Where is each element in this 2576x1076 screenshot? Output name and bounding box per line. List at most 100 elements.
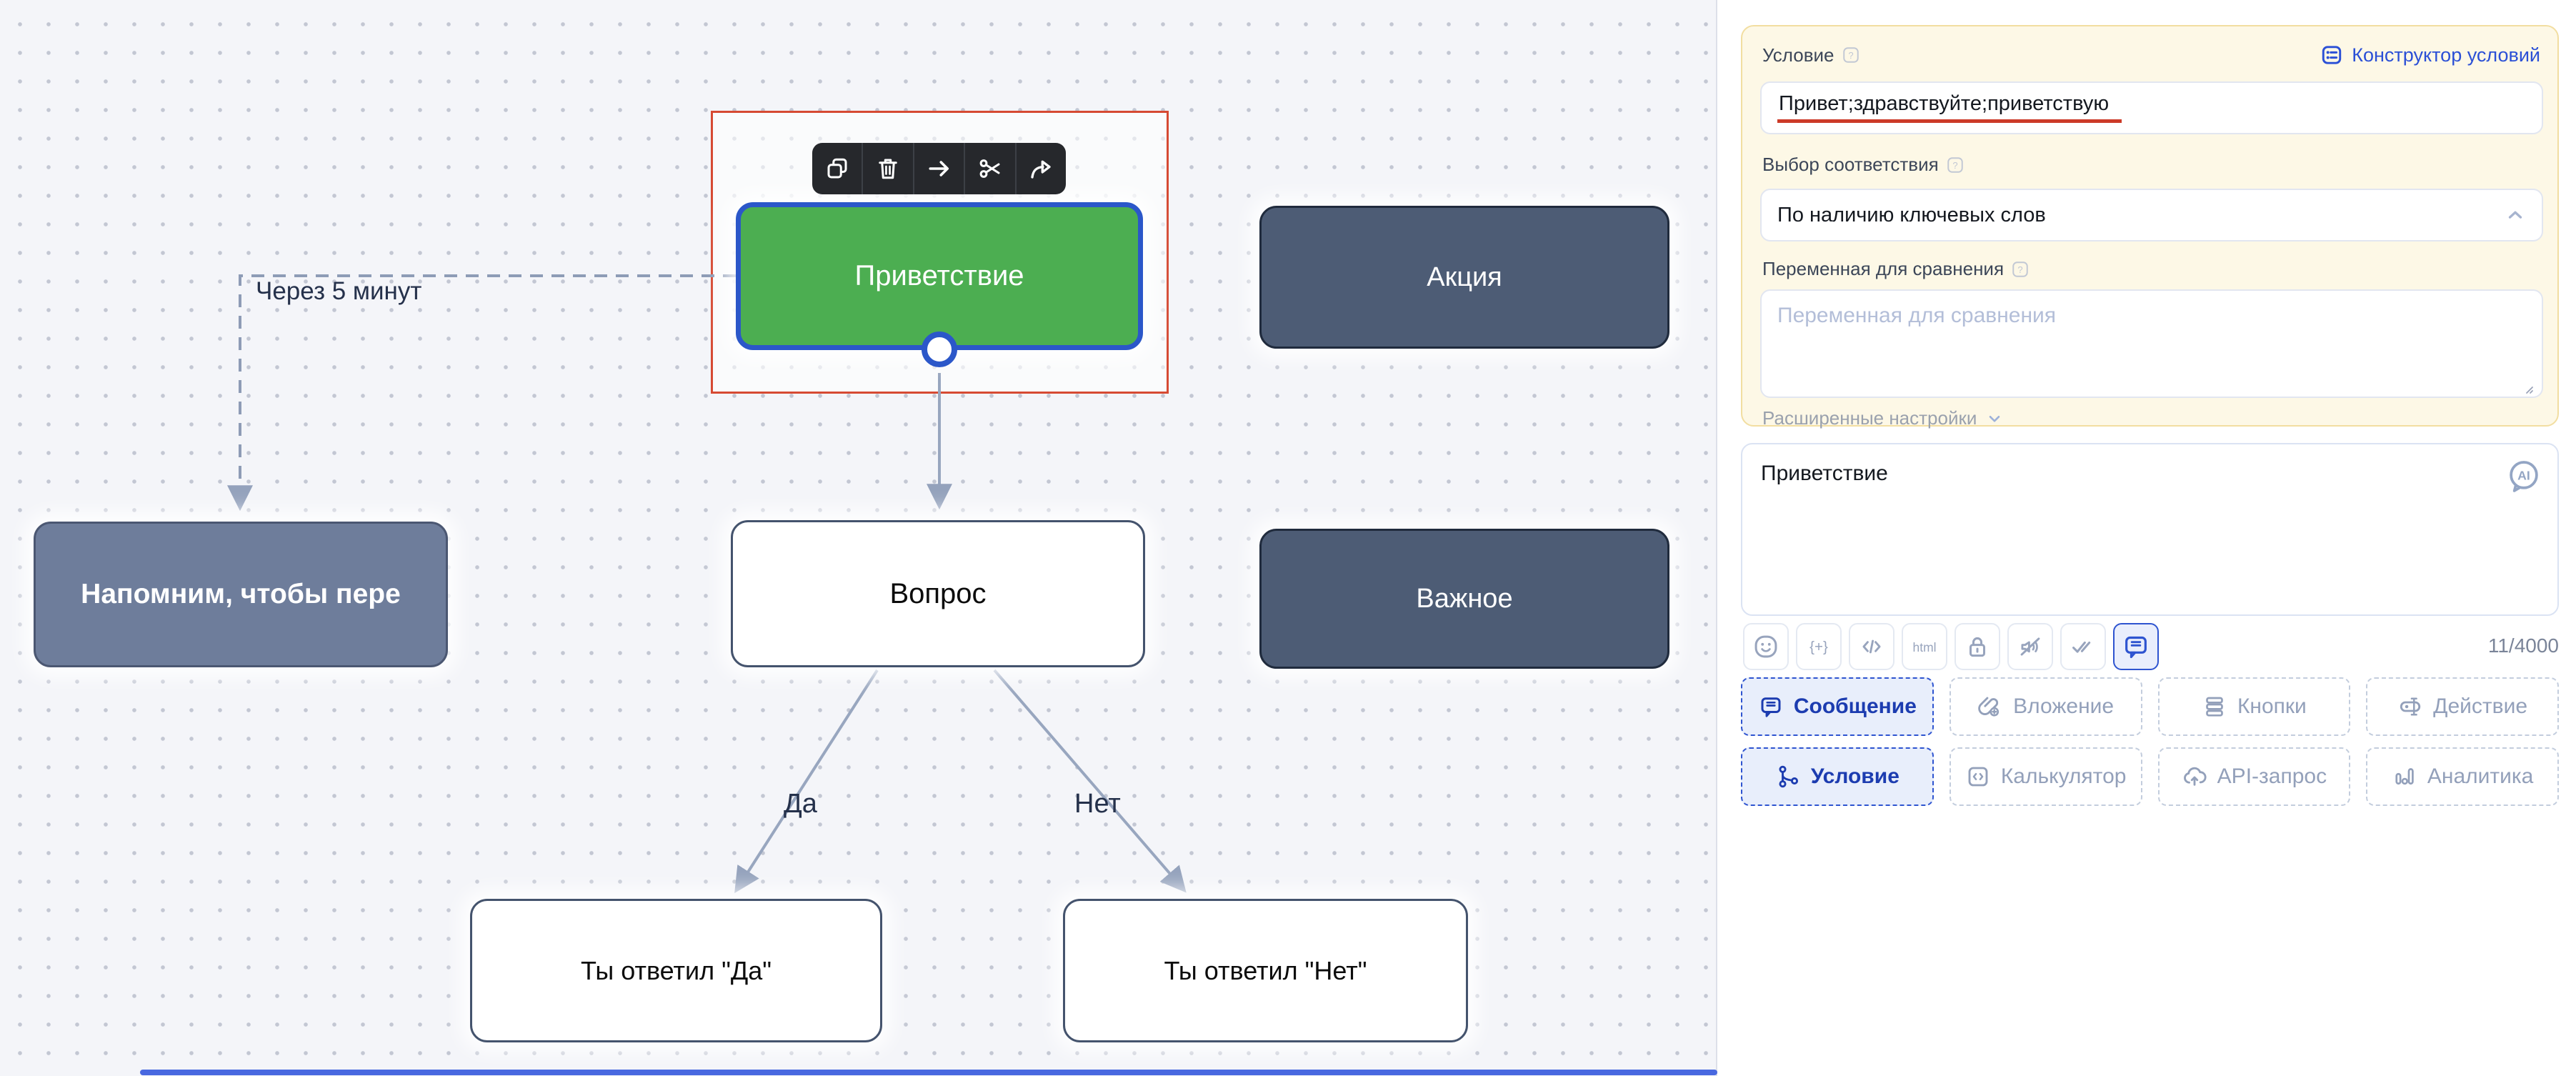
trash-icon (879, 159, 897, 179)
match-label: Выбор соответствия (1762, 154, 1939, 175)
block-label: Вложение (2013, 694, 2115, 718)
double-check-icon (2072, 641, 2091, 653)
condition-value: Привет;здравствуйте;приветствую (1777, 92, 2122, 124)
node-important-label: Важное (1416, 583, 1513, 614)
block-label: Условие (1810, 764, 1899, 788)
node-question-label: Вопрос (889, 577, 987, 609)
node-answered-no[interactable]: Ты ответил "Нет" (1063, 899, 1468, 1042)
share-node-button[interactable] (1017, 143, 1066, 194)
message-text: Приветствие (1761, 462, 1888, 485)
block-label: Действие (2433, 694, 2528, 718)
block-label: Калькулятор (2000, 764, 2127, 788)
read-check-button[interactable] (2060, 623, 2106, 670)
variable-braces-icon: {+} (1809, 639, 1828, 655)
block-api-button[interactable]: API-запрос (2157, 747, 2351, 806)
code-button[interactable] (1849, 623, 1894, 670)
arrow-right-icon (928, 161, 949, 176)
silent-message-button[interactable] (2007, 623, 2053, 670)
insert-variable-button[interactable]: {+} (1796, 623, 1842, 670)
help-icon[interactable]: ? (2011, 260, 2030, 279)
message-bubble-icon (2125, 636, 2147, 659)
node-answered-yes[interactable]: Ты ответил "Да" (470, 899, 882, 1042)
emoji-icon (1754, 635, 1777, 658)
edge-question-yes (734, 669, 879, 894)
panel-divider (1716, 0, 1717, 1076)
calculator-icon (1968, 767, 1988, 787)
condition-input[interactable]: Привет;здравствуйте;приветствую (1760, 81, 2543, 134)
block-calculator-button[interactable]: Калькулятор (1949, 747, 2142, 806)
block-attachment-button[interactable]: Вложение (1949, 677, 2142, 736)
message-editor[interactable]: Приветствие AI (1741, 443, 2559, 616)
char-counter: 11/4000 (2487, 634, 2559, 657)
protect-button[interactable] (1955, 623, 2000, 670)
edge-label-delay: Через 5 минут (256, 277, 422, 305)
node-answered-no-label: Ты ответил "Нет" (1164, 955, 1367, 985)
edge-label-no: Нет (1074, 789, 1121, 819)
branch-icon (1779, 765, 1798, 788)
canvas-horizontal-scrollbar[interactable] (140, 1070, 1717, 1075)
lock-icon (1969, 637, 1986, 657)
node-promo-label: Акция (1427, 261, 1502, 292)
message-mode-button[interactable] (2113, 623, 2159, 670)
svg-text:?: ? (1848, 50, 1853, 61)
variable-label: Переменная для сравнения (1762, 258, 2005, 279)
block-message-button[interactable]: Сообщение (1741, 677, 1934, 736)
block-condition-button[interactable]: Условие (1741, 747, 1934, 806)
edge-label-yes: Да (784, 789, 817, 819)
block-type-grid: Сообщение Вложение Кнопки Дей (1741, 677, 2559, 806)
stacked-buttons-icon (2206, 697, 2223, 717)
block-action-button[interactable]: Действие (2366, 677, 2559, 736)
node-reminder[interactable]: Напомним, чтобы пере (34, 522, 448, 667)
edge-question-no (993, 669, 1187, 893)
code-icon (1862, 639, 1881, 654)
editor-toolbar: {+} html (1743, 623, 2159, 670)
help-icon[interactable]: ? (1842, 46, 1860, 64)
copy-icon (827, 158, 847, 179)
emoji-button[interactable] (1743, 623, 1789, 670)
advanced-settings-toggle[interactable]: Расширенные настройки (1762, 407, 2004, 429)
advanced-settings-label: Расширенные настройки (1762, 407, 1977, 429)
match-label-row: Выбор соответствия ? (1762, 154, 1965, 176)
block-label: Кнопки (2237, 694, 2307, 718)
node-answered-yes-label: Ты ответил "Да" (580, 955, 772, 985)
block-buttons-button[interactable]: Кнопки (2157, 677, 2351, 736)
cloud-upload-icon (2183, 767, 2207, 786)
html-button[interactable]: html (1902, 623, 1947, 670)
condition-builder-link[interactable]: Конструктор условий (2320, 44, 2540, 66)
delete-node-button[interactable] (863, 143, 914, 194)
connection-handle[interactable] (922, 332, 957, 367)
edge-delay-dashed (227, 274, 736, 512)
condition-label: Условие (1762, 44, 1834, 66)
svg-text:html: html (1913, 640, 1937, 654)
flow-canvas[interactable]: Через 5 минут Да Нет (0, 0, 1717, 1076)
match-select[interactable]: По наличию ключевых слов (1760, 189, 2543, 241)
ai-assistant-button[interactable]: AI (2506, 459, 2542, 496)
analytics-icon (2395, 768, 2414, 785)
node-question[interactable]: Вопрос (731, 520, 1145, 667)
node-greeting-label: Приветствие (854, 260, 1024, 292)
block-label: Сообщение (1793, 694, 1917, 718)
node-important[interactable]: Важное (1259, 529, 1669, 669)
svg-text:AI: AI (2517, 469, 2530, 483)
condition-builder-icon (2322, 46, 2342, 64)
node-reminder-label: Напомним, чтобы пере (81, 579, 401, 609)
node-greeting[interactable]: Приветствие (736, 202, 1143, 350)
node-promo[interactable]: Акция (1259, 206, 1669, 349)
cut-node-button[interactable] (965, 143, 1017, 194)
block-settings-panel: Условие ? Конструктор условий Привет;здр… (1717, 0, 2576, 1076)
copy-node-button[interactable] (812, 143, 864, 194)
svg-text:?: ? (1952, 159, 1957, 170)
help-icon[interactable]: ? (1946, 156, 1965, 174)
condition-section: Условие ? Конструктор условий Привет;здр… (1741, 25, 2559, 429)
chevron-down-icon (1990, 415, 2000, 422)
paperclip-plus-icon (1978, 697, 2000, 717)
block-label: API-запрос (2217, 764, 2327, 788)
ai-bubble-icon: AI (2510, 461, 2538, 492)
share-forward-icon (1031, 160, 1051, 179)
block-analytics-button[interactable]: Аналитика (2366, 747, 2559, 806)
svg-text:?: ? (2017, 264, 2022, 274)
variable-input[interactable] (1760, 289, 2543, 398)
match-selected-value: По наличию ключевых слов (1777, 203, 2046, 226)
sound-off-icon (2020, 637, 2040, 656)
go-to-node-button[interactable] (914, 143, 966, 194)
